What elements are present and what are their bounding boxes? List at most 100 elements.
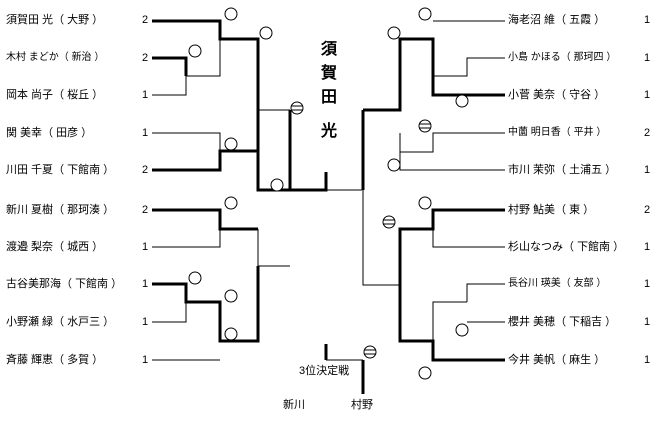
player-team: 田彦 — [56, 127, 79, 139]
player-name: 杉山なつみ — [508, 241, 563, 253]
player-entry: 古谷美那海（ 下館南 ） — [6, 278, 123, 290]
player-entry: 長谷川 瑛美（ 友部 ） — [508, 278, 607, 289]
line — [152, 283, 187, 323]
player-entry: 木村 まどか（ 新治 ） — [6, 52, 105, 63]
player-name: 長谷川 瑛美 — [508, 278, 561, 289]
player-name: 中薗 明日香 — [508, 127, 561, 138]
match-score: 2 — [142, 14, 149, 26]
match-circle — [259, 26, 273, 40]
line — [152, 132, 221, 170]
player-entry: 市川 茉弥（ 土浦五 ） — [508, 164, 617, 176]
match-circle-marked — [363, 345, 377, 359]
player-team: 下館南 — [577, 241, 611, 253]
match-circle — [270, 178, 284, 192]
line — [399, 152, 505, 171]
match-score: 1 — [142, 316, 149, 328]
match-circle — [188, 44, 202, 58]
match-score: 1 — [644, 89, 651, 101]
player-entry: 斉藤 輝恵（ 多賀 ） — [6, 354, 104, 366]
player-team: 桜丘 — [67, 89, 90, 101]
match-score: 1 — [142, 127, 149, 139]
third-place-label: 3位決定戦 — [299, 365, 350, 377]
match-score: 1 — [644, 241, 651, 253]
player-entry: 渡邉 梨奈（ 城西 ） — [6, 241, 104, 253]
match-circle — [224, 327, 238, 341]
player-team: 東 — [569, 204, 581, 216]
match-score: 1 — [142, 241, 149, 253]
match-score: 1 — [644, 278, 651, 290]
player-name: 市川 茉弥 — [508, 164, 556, 176]
player-name: 新川 夏樹 — [6, 204, 54, 216]
player-team: 土浦五 — [569, 164, 603, 176]
line — [398, 285, 505, 362]
match-circle — [224, 289, 238, 303]
player-entry: 今井 美帆（ 麻生 ） — [508, 354, 606, 366]
player-team: 那珂四 — [573, 52, 604, 63]
champion-char: 光 — [320, 123, 337, 140]
player-entry: 杉山なつみ（ 下館南 ） — [508, 241, 625, 253]
match-circle-marked — [418, 119, 432, 133]
player-entry: 櫻井 美穂（ 下稲吉 ） — [508, 316, 617, 328]
line — [152, 56, 188, 76]
line — [399, 132, 505, 153]
player-name: 斉藤 輝恵 — [6, 354, 54, 366]
match-circle — [418, 366, 432, 380]
match-circle-marked — [382, 215, 396, 229]
line — [431, 58, 505, 97]
match-score: 2 — [644, 127, 651, 139]
player-name: 木村 まどか — [6, 52, 59, 63]
match-circle — [224, 137, 238, 151]
line — [466, 283, 505, 302]
champion-char: 須 — [320, 41, 337, 58]
line — [152, 208, 258, 231]
player-entry: 小島 かほる（ 那珂四 ） — [508, 52, 617, 63]
player-team: 麻生 — [569, 354, 592, 366]
player-entry: 村野 鮎美（ 東 ） — [508, 204, 595, 216]
player-name: 川田 千夏 — [6, 164, 54, 176]
player-name: 小野瀬 緑 — [6, 316, 54, 328]
match-score: 2 — [142, 164, 149, 176]
line — [398, 208, 505, 285]
match-circle-marked — [290, 101, 304, 115]
player-entry: 小野瀬 緑（ 水戸三 ） — [6, 316, 115, 328]
player-team: 城西 — [67, 241, 90, 253]
match-circle — [224, 196, 238, 210]
match-circle — [188, 271, 202, 285]
line — [432, 229, 505, 248]
player-entry: 須賀田 光（ 大野 ） — [6, 14, 104, 26]
line — [363, 37, 435, 112]
match-score: 1 — [142, 278, 149, 290]
match-circle — [455, 94, 469, 108]
player-entry: 岡本 尚子（ 桜丘 ） — [6, 89, 104, 101]
line — [152, 57, 187, 96]
player-entry: 新川 夏樹（ 那珂湊 ） — [6, 204, 115, 216]
match-score: 2 — [142, 204, 149, 216]
player-name: 古谷美那海 — [6, 278, 61, 290]
line — [152, 110, 260, 172]
match-score: 1 — [142, 354, 149, 366]
player-entry: 中薗 明日香（ 平井 ） — [508, 127, 607, 138]
match-circle — [418, 7, 432, 21]
player-entry: 海老沼 維（ 五霞 ） — [508, 14, 606, 26]
line — [257, 109, 290, 151]
player-name: 渡邉 梨奈 — [6, 241, 54, 253]
line — [432, 301, 467, 341]
player-name: 櫻井 美穂 — [508, 316, 556, 328]
player-team: 多賀 — [67, 354, 90, 366]
player-team: 下稲吉 — [569, 316, 603, 328]
match-score: 1 — [644, 14, 651, 26]
player-name: 村野 鮎美 — [508, 204, 556, 216]
line — [152, 266, 260, 343]
player-team: 下館南 — [67, 164, 101, 176]
player-name: 海老沼 維 — [508, 14, 556, 26]
player-name: 岡本 尚子 — [6, 89, 54, 101]
player-team: 友部 — [573, 278, 594, 289]
match-score: 1 — [644, 164, 651, 176]
match-circle — [455, 323, 469, 337]
match-score: 1 — [644, 52, 651, 64]
player-name: 今井 美帆 — [508, 354, 556, 366]
player-name: 小菅 美奈 — [508, 89, 556, 101]
match-score: 1 — [644, 354, 651, 366]
